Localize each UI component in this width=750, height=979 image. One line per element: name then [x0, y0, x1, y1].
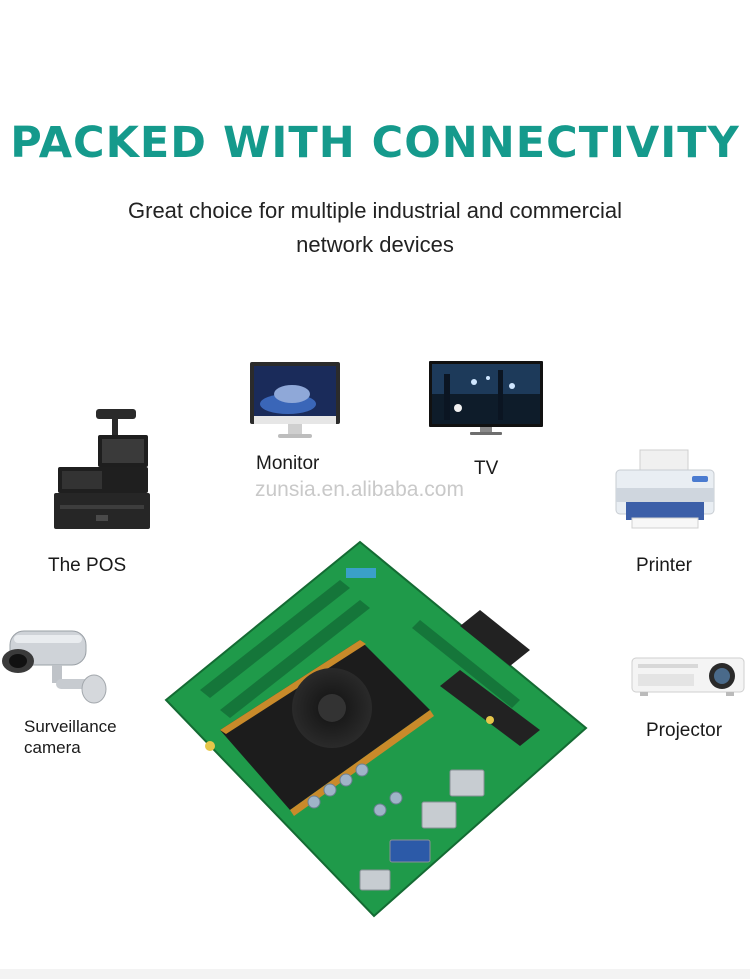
- projector-label: Projector: [646, 720, 723, 741]
- pos-terminal-image: [54, 409, 150, 529]
- page-title: PACKED WITH CONNECTIVITY: [10, 118, 740, 168]
- camera-label-line-1: Surveillance: [24, 717, 117, 736]
- watermark: zunsia.en.alibaba.com: [255, 478, 464, 501]
- bottom-divider: [0, 969, 750, 979]
- subtitle-line-1: Great choice for multiple industrial and…: [128, 198, 622, 223]
- printer-image: [615, 449, 715, 529]
- surveillance-camera-image: [2, 630, 107, 704]
- page-subtitle: Great choice for multiple industrial and…: [75, 194, 675, 262]
- monitor-image: [250, 362, 340, 438]
- surveillance-camera-label: Surveillance camera: [24, 716, 117, 758]
- tv-label: TV: [474, 458, 499, 479]
- printer-label: Printer: [636, 555, 692, 576]
- pos-label: The POS: [48, 555, 127, 576]
- monitor-label: Monitor: [256, 453, 320, 474]
- camera-label-line-2: camera: [24, 738, 81, 757]
- projector-image: [631, 657, 745, 696]
- motherboard-image: [164, 540, 588, 918]
- tv-image: [429, 361, 543, 435]
- subtitle-line-2: network devices: [296, 232, 454, 257]
